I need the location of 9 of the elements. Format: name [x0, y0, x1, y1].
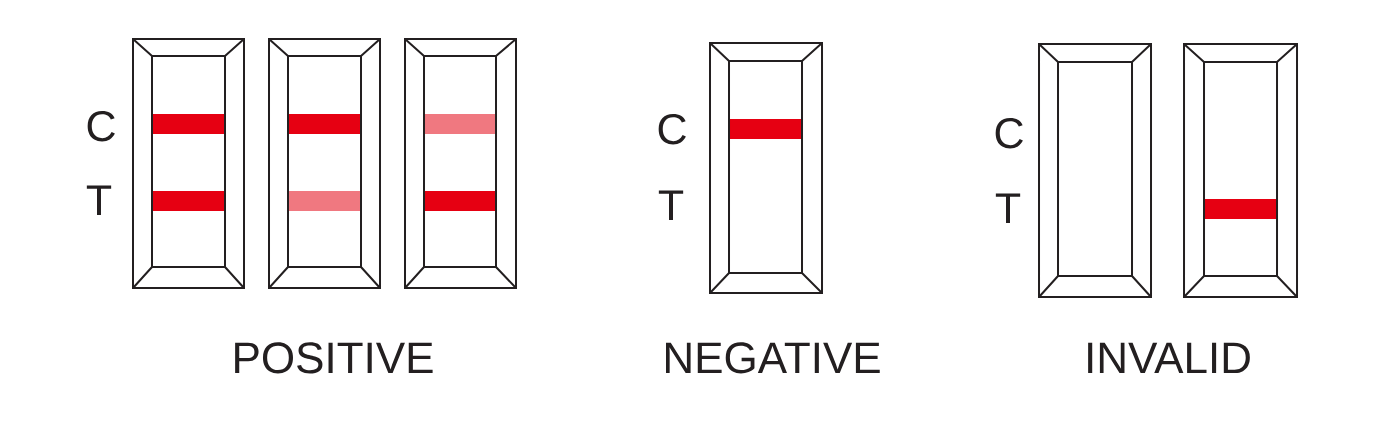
- band-label: T: [658, 190, 684, 220]
- band-label: T: [86, 185, 112, 215]
- band-label: C: [87, 110, 115, 142]
- band-label: C: [658, 113, 686, 145]
- result-label: POSITIVE: [235, 342, 433, 374]
- result-label: INVALID: [1088, 342, 1250, 373]
- band-label: C: [995, 117, 1023, 149]
- result-label: NEGATIVE: [666, 342, 880, 374]
- band-label: T: [995, 193, 1021, 223]
